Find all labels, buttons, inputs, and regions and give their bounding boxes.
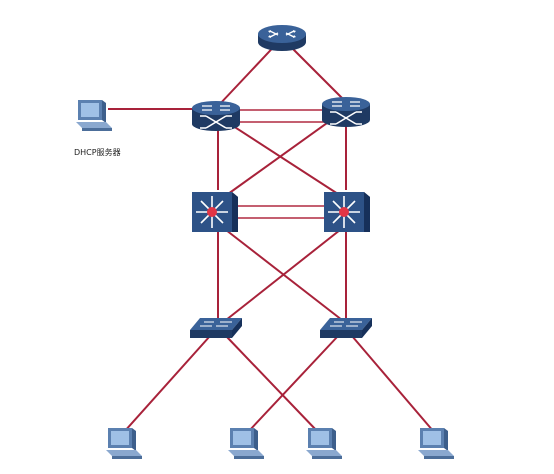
pc-1-icon	[106, 428, 142, 459]
pc-3-icon	[306, 428, 342, 459]
dhcp-server-label: DHCP服务器	[74, 147, 121, 157]
pc-2-icon	[228, 428, 264, 459]
access-switch-left-icon	[189, 317, 243, 339]
link-core-right-dist-left	[227, 117, 335, 195]
link-core-left-dist-right	[229, 123, 339, 195]
dhcp-server-icon	[76, 100, 112, 131]
link-access-left-pc-1	[123, 335, 211, 433]
router-icon	[257, 24, 307, 52]
link-access-right-pc-2	[247, 335, 339, 433]
link-access-right-pc-4	[351, 335, 435, 433]
core-switch-left-icon	[191, 100, 241, 132]
distribution-switch-left-icon	[191, 191, 239, 233]
pc-4-icon	[418, 428, 454, 459]
link-dist-right-access-left	[225, 229, 341, 321]
network-links	[108, 37, 435, 433]
link-access-left-pc-3	[225, 335, 319, 433]
core-switch-right-icon	[321, 96, 371, 128]
distribution-switch-right-icon	[323, 191, 371, 233]
access-switch-right-icon	[319, 317, 373, 339]
